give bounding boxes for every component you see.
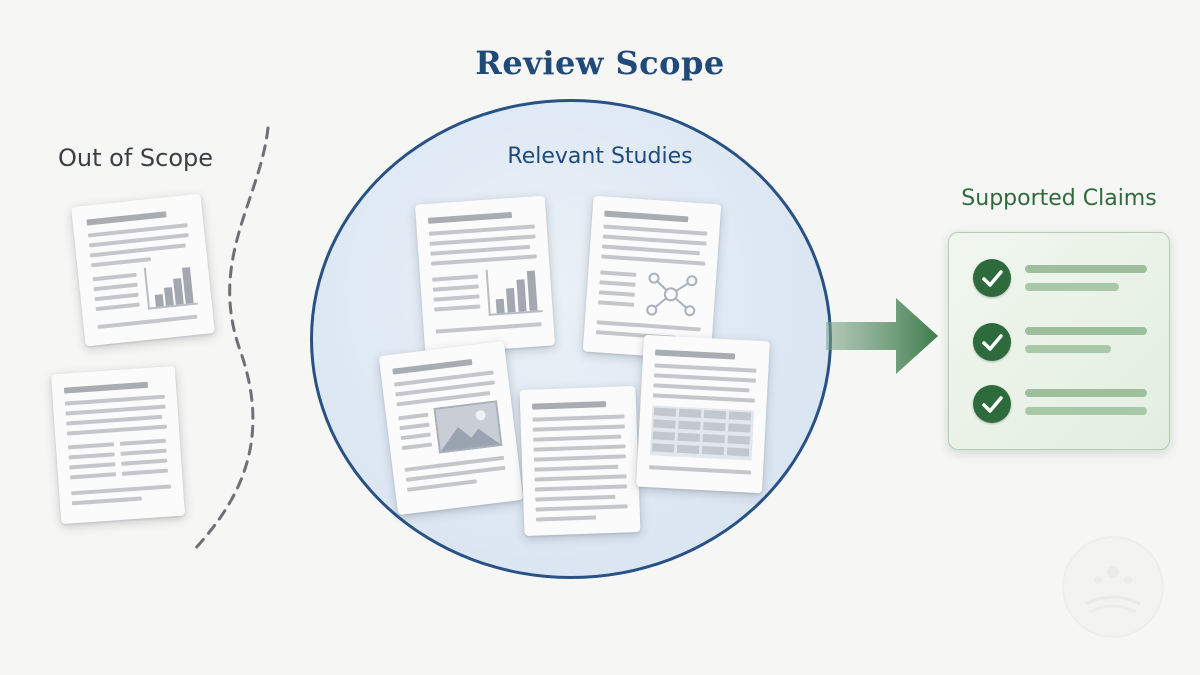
diagram-title: Review Scope [475,44,725,82]
table-icon [649,405,755,461]
claim-line [1025,283,1119,291]
supported-claims-label: Supported Claims [961,186,1157,211]
relevant-document-network [582,195,722,361]
network-icon [646,272,698,317]
check-circle-icon [973,323,1011,361]
claim-line [1025,327,1147,335]
relevant-document-image [378,340,524,516]
claim-line [1025,345,1111,353]
out-of-scope-document-text [50,365,186,525]
watermark-logo-icon [1062,536,1164,638]
check-circle-icon [973,385,1011,423]
out-of-scope-label: Out of Scope [58,144,214,172]
scope-boundary-dashed-line [192,126,270,552]
claim-line [1025,265,1147,273]
supported-claims-panel [948,232,1170,450]
relevant-document-chart [414,195,556,355]
relevant-document-table [636,334,770,494]
bar-chart-icon [143,262,198,310]
bar-chart-icon [485,266,543,316]
out-of-scope-document-chart [71,193,215,347]
check-circle-icon [973,259,1011,297]
right-arrow-icon [826,298,938,374]
claim-line [1025,407,1147,415]
relevant-document-text [519,386,641,536]
claim-line [1025,389,1147,397]
relevant-studies-label: Relevant Studies [507,144,693,169]
image-icon [433,400,503,454]
